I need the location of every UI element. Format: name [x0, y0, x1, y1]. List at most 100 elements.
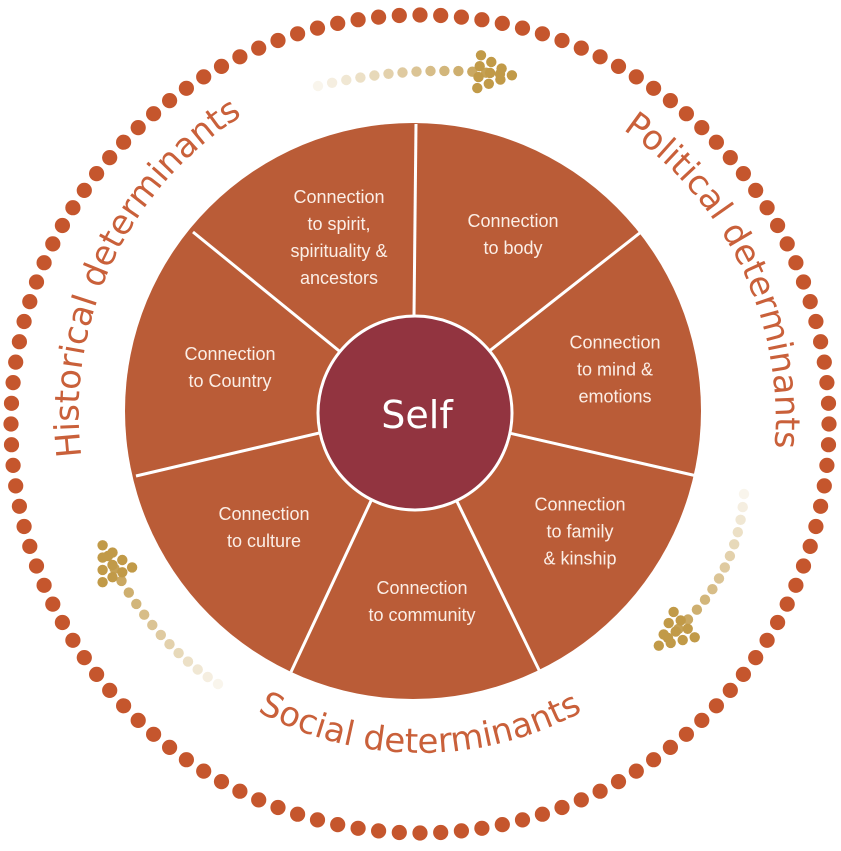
ring-dot — [309, 20, 326, 36]
arrow-dot — [155, 629, 166, 641]
arrow-head-dot — [495, 74, 506, 85]
ring-dot — [54, 614, 70, 631]
arrow-dot — [411, 66, 422, 77]
arrow-dot — [735, 514, 746, 525]
ring-dot — [554, 32, 570, 49]
arrow-dot — [212, 678, 224, 690]
ring-dot — [36, 255, 52, 271]
ring-dot — [802, 294, 818, 310]
arrow-head-dot — [486, 56, 497, 68]
arrow-dot — [713, 573, 725, 584]
arrow-dot — [397, 67, 408, 78]
arrow-dot — [147, 619, 158, 631]
arrow-dot — [123, 587, 134, 598]
ring-dot — [45, 596, 61, 612]
arrow-dot — [729, 539, 740, 550]
ring-dot — [494, 817, 510, 833]
ring-dot — [735, 166, 752, 182]
ring-dot — [178, 752, 194, 768]
ring-dot — [178, 80, 194, 96]
ring-dot — [820, 395, 837, 411]
ring-dot — [779, 596, 795, 612]
ring-dot — [788, 577, 804, 593]
arrow-head-dot — [668, 606, 679, 618]
ring-dot — [65, 200, 81, 216]
ring-dot — [16, 518, 32, 535]
left-flow-arrow — [97, 540, 224, 690]
ring-dot — [270, 799, 286, 816]
ring-dot — [694, 712, 710, 729]
arrow-dot — [691, 604, 703, 615]
arrow-head-dot — [475, 50, 487, 61]
arrow-head-dot — [653, 640, 664, 651]
ring-dot — [28, 274, 45, 290]
ring-dot — [371, 823, 387, 839]
ring-dot — [770, 217, 786, 234]
arrow-head-dot — [682, 623, 693, 634]
arrow-head-dot — [665, 637, 676, 649]
ring-dot — [76, 650, 92, 666]
ring-dot — [412, 7, 428, 23]
ring-dot — [722, 150, 738, 166]
ring-dot — [213, 58, 230, 74]
dotted-outer-ring — [3, 7, 837, 841]
arrow-dot — [202, 671, 213, 683]
arrow-dot — [439, 65, 450, 77]
arrow-dot — [341, 74, 352, 86]
ring-dot — [554, 799, 570, 816]
arrow-head-dot — [506, 70, 518, 81]
arrow-dot — [737, 501, 748, 513]
ring-dot — [196, 763, 212, 779]
ring-dot — [28, 558, 45, 574]
ring-dot — [162, 93, 178, 109]
arrow-head-dot — [117, 567, 128, 578]
ring-dot — [232, 783, 248, 799]
ring-dot — [779, 236, 795, 252]
arrow-dot — [116, 575, 127, 587]
ring-dot — [770, 614, 786, 631]
arrow-head-dot — [677, 634, 688, 646]
ring-dot — [102, 150, 118, 166]
ring-dot — [130, 120, 146, 136]
ring-dot — [534, 806, 551, 822]
arrow-head-dot — [658, 629, 669, 640]
ring-dot — [102, 682, 118, 699]
ring-dot — [514, 20, 531, 36]
ring-dot — [116, 698, 132, 714]
ring-dot — [251, 792, 267, 808]
ring-dot — [573, 792, 589, 808]
ring-dot — [514, 812, 531, 828]
arrow-head-dot — [97, 552, 108, 563]
ring-dot — [662, 93, 679, 109]
ring-dot — [433, 824, 449, 841]
arrow-head-dot — [675, 615, 686, 626]
ring-dot — [391, 7, 407, 24]
arrow-dot — [738, 488, 750, 500]
ring-dot — [290, 806, 306, 822]
ring-dot — [735, 666, 752, 683]
arrow-head-dot — [97, 540, 108, 551]
self-label: Self — [381, 393, 454, 437]
ring-dot — [196, 69, 212, 85]
ring-dot — [89, 666, 105, 683]
ring-dot — [819, 457, 835, 473]
ring-dot — [130, 712, 146, 729]
ring-dot — [3, 416, 19, 432]
arrow-dot — [139, 609, 150, 620]
flow-arrows — [97, 50, 750, 690]
ring-dot — [5, 375, 21, 391]
ring-dot — [11, 334, 27, 350]
ring-dot — [813, 334, 829, 350]
ring-dot — [371, 9, 387, 25]
ring-dot — [453, 9, 469, 25]
arrow-head-dot — [496, 63, 507, 74]
arrow-dot — [453, 65, 464, 77]
arrow-head-dot — [663, 617, 674, 629]
ring-dot — [610, 58, 627, 74]
arrow-dot — [732, 527, 743, 538]
ring-dot — [610, 774, 627, 790]
right-flow-arrow — [653, 488, 750, 651]
arrow-head-dot — [670, 626, 681, 637]
ring-dot — [391, 824, 407, 841]
ring-dot — [813, 498, 829, 514]
